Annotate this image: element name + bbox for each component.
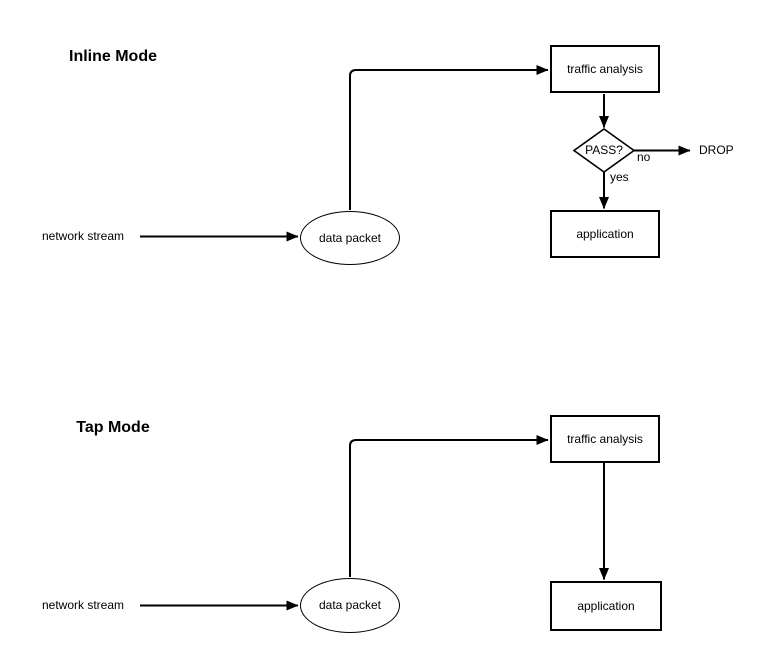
inline-network-stream-label: network stream — [42, 229, 125, 243]
tap-mode-title: Tap Mode — [76, 419, 150, 436]
inline-branch-yes-label: yes — [610, 170, 629, 184]
inline-mode-title: Inline Mode — [69, 48, 157, 65]
tap-data-packet-label: data packet — [318, 598, 382, 613]
inline-traffic-analysis-label: traffic analysis — [567, 61, 643, 76]
inline-application-node: application — [550, 210, 660, 258]
tap-traffic-analysis-node: traffic analysis — [550, 415, 660, 463]
inline-decision-label: PASS? — [585, 143, 623, 157]
inline-packet-to-analysis-arrow — [349, 65, 549, 210]
inline-branch-no-label: no — [637, 150, 651, 164]
inline-data-packet-node: data packet — [300, 211, 400, 265]
inline-application-label: application — [576, 226, 634, 241]
inline-data-packet-label: data packet — [318, 230, 382, 245]
tap-network-stream-label: network stream — [42, 598, 125, 612]
tap-traffic-analysis-label: traffic analysis — [567, 431, 643, 446]
inline-drop-label: DROP — [699, 143, 734, 157]
tap-packet-to-analysis-arrow — [349, 435, 549, 577]
tap-application-label: application — [577, 598, 635, 613]
tap-application-node: application — [550, 581, 662, 631]
inline-traffic-analysis-node: traffic analysis — [550, 45, 660, 93]
tap-data-packet-node: data packet — [300, 578, 400, 633]
